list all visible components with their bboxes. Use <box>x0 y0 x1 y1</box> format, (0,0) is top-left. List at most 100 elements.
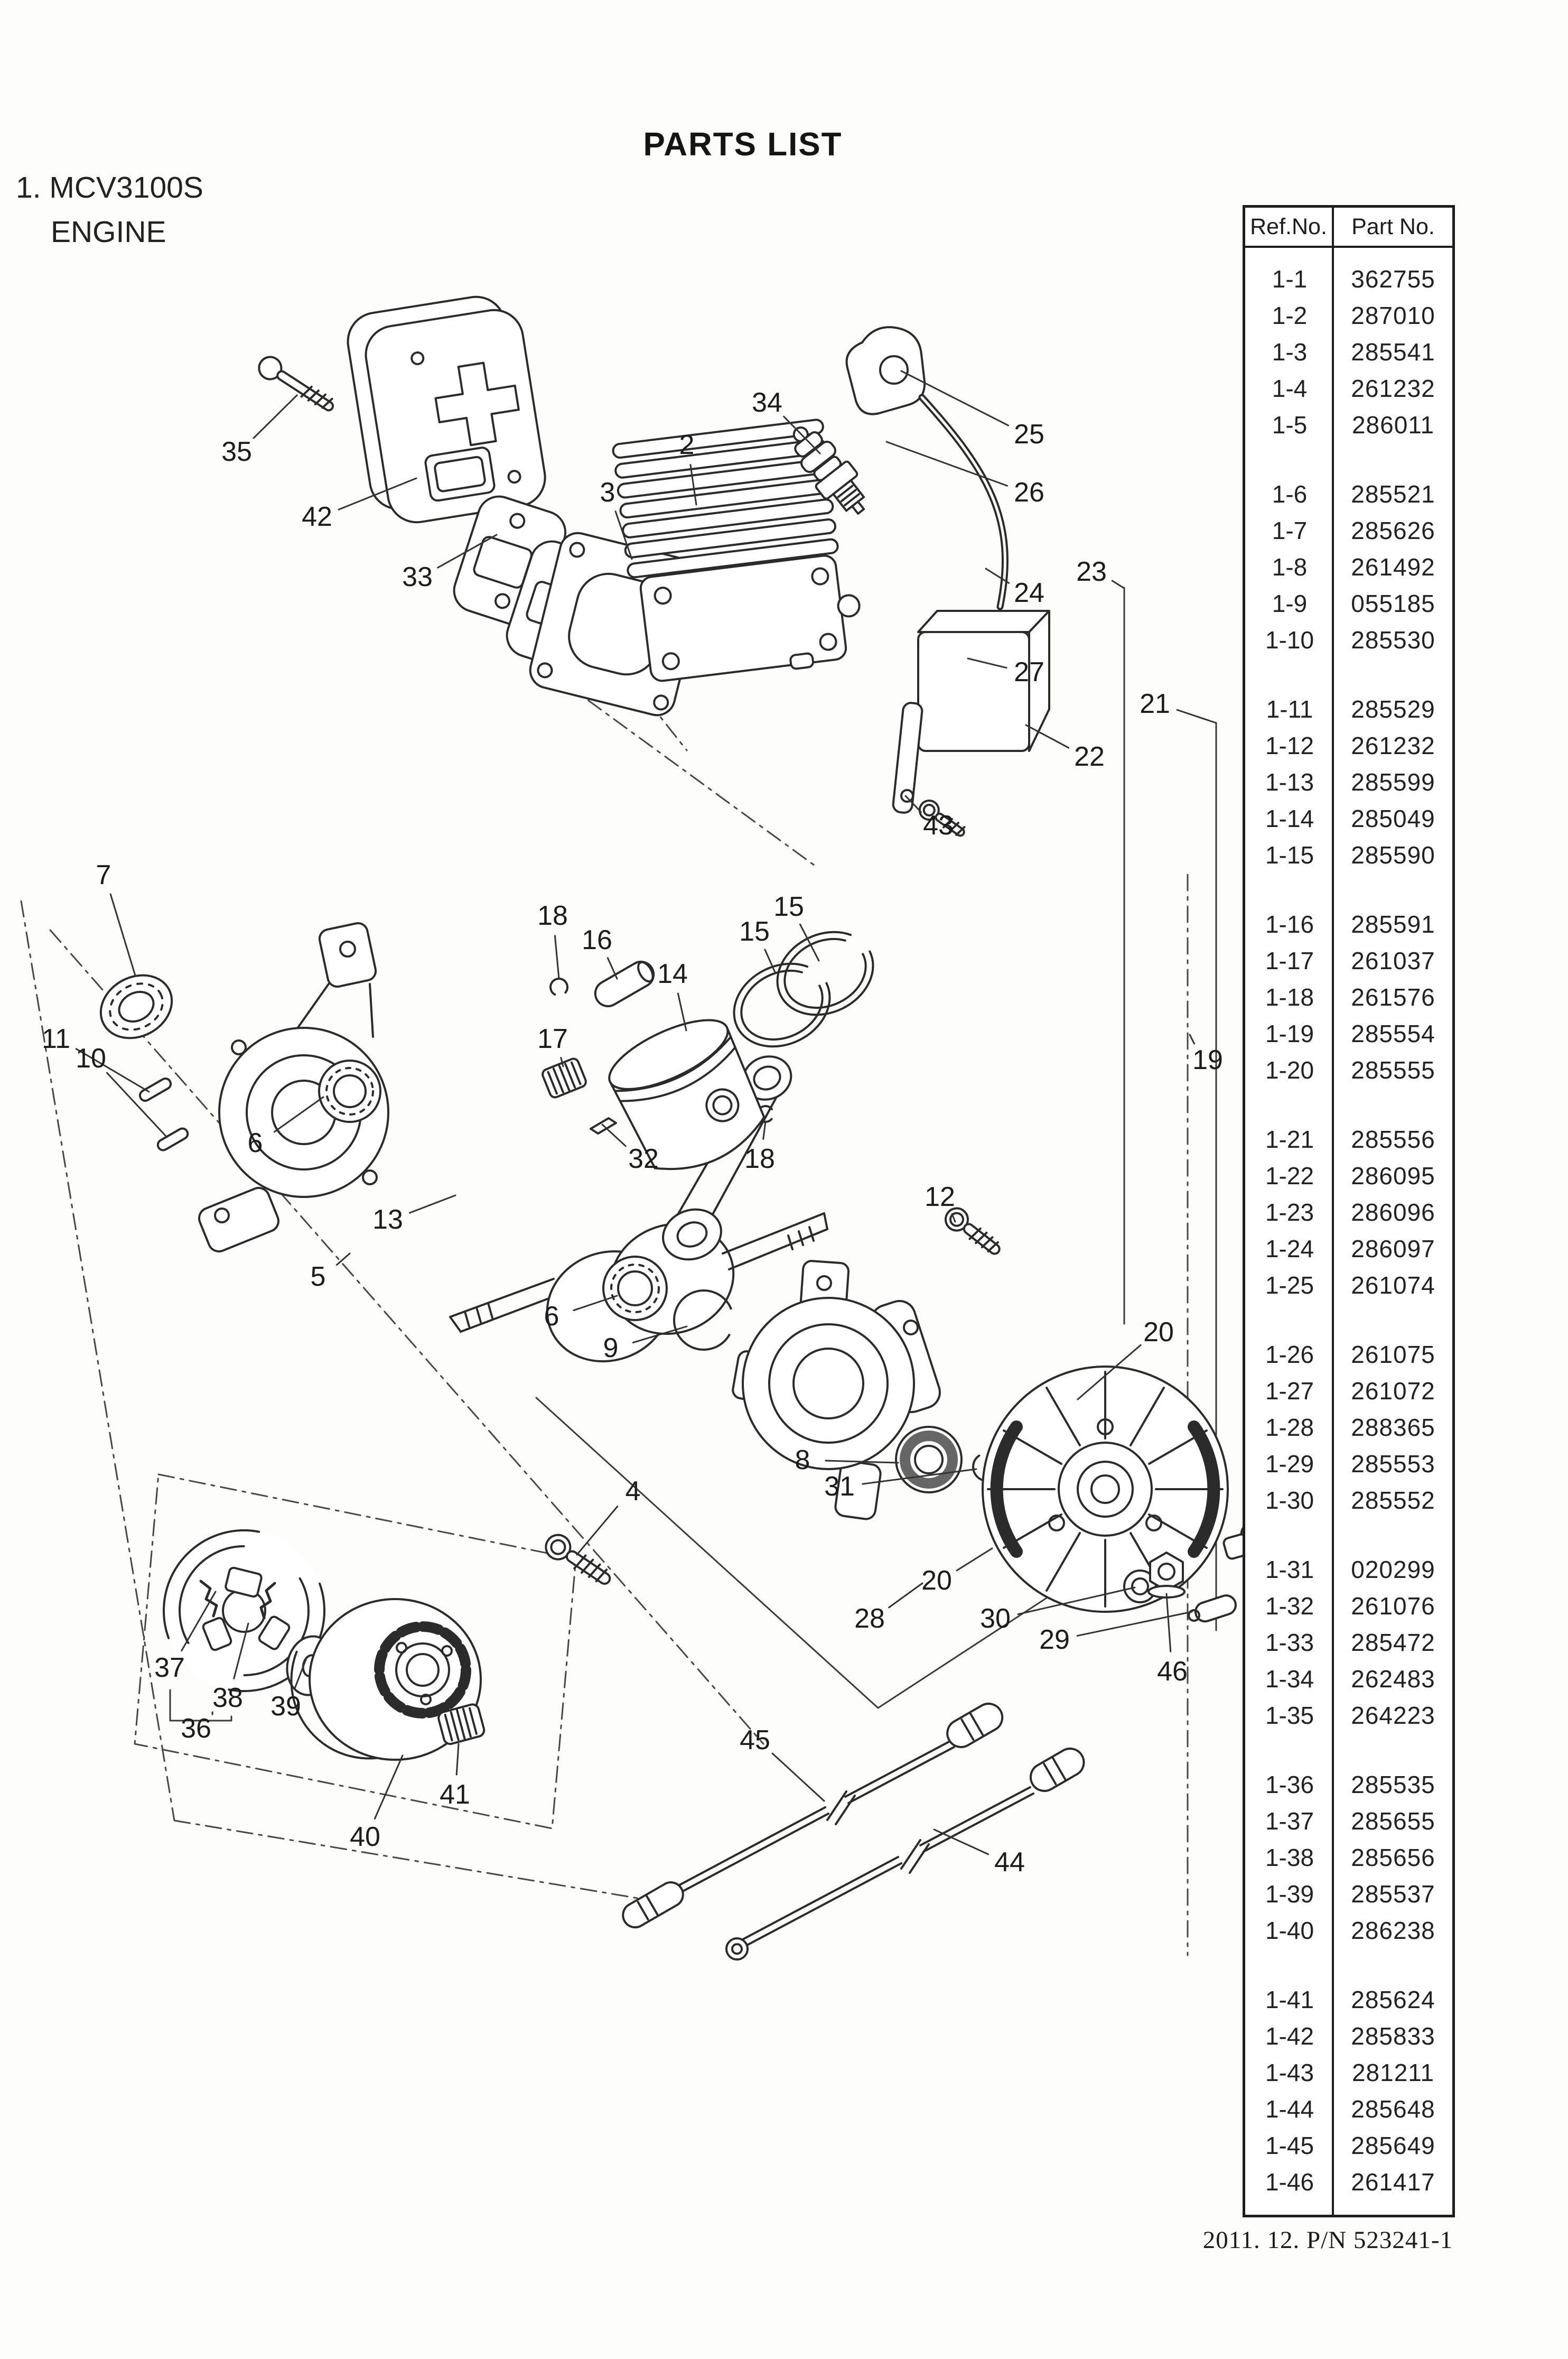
ref-no-cell: 1-45 <box>1265 2131 1314 2159</box>
piston <box>608 1019 766 1171</box>
callout-30: 30 <box>980 1603 1011 1634</box>
callout-34: 34 <box>752 387 782 418</box>
callout-29: 29 <box>1039 1624 1070 1655</box>
footer-print-code: 2011. 12. P/N 523241-1 <box>1202 2226 1453 2254</box>
leader-line-6 <box>273 1096 324 1133</box>
ref-no-cell: 1-1 <box>1272 265 1308 293</box>
ref-no-cell: 1-44 <box>1265 2095 1314 2123</box>
wire-45 <box>622 1703 1004 1929</box>
callout-18: 18 <box>744 1144 775 1174</box>
ref-no-cell: 1-23 <box>1265 1198 1314 1226</box>
callout-40: 40 <box>350 1822 380 1852</box>
model-label: 1. MCV3100S <box>16 171 203 205</box>
ref-no-cell: 1-33 <box>1265 1628 1314 1656</box>
ref-no-cell: 1-39 <box>1265 1880 1314 1908</box>
callout-45: 45 <box>740 1725 770 1756</box>
leader-line-30 <box>1017 1586 1136 1615</box>
callout-12: 12 <box>925 1182 955 1212</box>
rod-needle-bearing <box>542 1057 587 1099</box>
leader-line-9 <box>632 1325 688 1344</box>
part-no-cell: 285553 <box>1351 1450 1435 1478</box>
clutch-assembly <box>163 1529 325 1692</box>
ref-no-cell: 1-38 <box>1265 1843 1314 1871</box>
callout-38: 38 <box>212 1683 243 1713</box>
part-no-cell: 285556 <box>1351 1125 1435 1153</box>
part-no-cell: 285521 <box>1351 480 1435 508</box>
table-row: 1-44 285648 <box>1245 2091 1452 2127</box>
part-no-cell: 285591 <box>1351 910 1435 938</box>
ref-no-cell: 1-21 <box>1265 1125 1314 1153</box>
part-no-cell: 261576 <box>1351 983 1435 1011</box>
leader-line-43 <box>904 795 922 813</box>
leader-line-46 <box>1165 1593 1172 1652</box>
part-no-cell: 261232 <box>1351 731 1435 759</box>
part-no-cell: 285624 <box>1351 1985 1435 2013</box>
part-no-cell: 285555 <box>1351 1056 1435 1084</box>
callout-5: 5 <box>310 1261 326 1292</box>
part-no-cell: 261074 <box>1351 1271 1435 1299</box>
callout-20: 20 <box>921 1565 952 1596</box>
starter-pawl <box>1188 1594 1237 1623</box>
ref-no-cell: 1-18 <box>1265 983 1314 1011</box>
ref-no-cell: 1-42 <box>1265 2022 1314 2050</box>
part-no-cell: 285648 <box>1351 2095 1435 2123</box>
callout-25: 25 <box>1014 419 1044 450</box>
page-title: PARTS LIST <box>643 126 843 163</box>
callout-21: 21 <box>1140 689 1170 719</box>
ref-no-cell: 1-4 <box>1272 374 1308 402</box>
part-no-cell: 281211 <box>1351 2058 1435 2086</box>
flywheel <box>982 1366 1229 1613</box>
part-no-cell: 285537 <box>1351 1880 1435 1908</box>
leader-line-45 <box>771 1752 825 1802</box>
part-no-cell: 055185 <box>1351 589 1435 617</box>
part-no-cell: 286011 <box>1351 411 1435 439</box>
ref-no-cell: 1-36 <box>1265 1770 1314 1798</box>
callout-15: 15 <box>773 891 804 922</box>
leader-line-27 <box>967 657 1007 669</box>
leader-line-5 <box>335 1252 351 1266</box>
part-no-cell: 362755 <box>1351 265 1435 293</box>
leader-line-37 <box>181 1591 217 1651</box>
callout-46: 46 <box>1157 1656 1188 1687</box>
cylinder <box>612 419 861 682</box>
callout-11: 11 <box>42 1024 70 1054</box>
ref-no-cell: 1-14 <box>1265 804 1314 832</box>
main-bearing-a <box>318 1060 381 1123</box>
leader-line-20 <box>1077 1344 1142 1400</box>
callout-6: 6 <box>544 1301 559 1332</box>
ref-no-cell: 1-2 <box>1272 301 1308 329</box>
leader-line-21 <box>1176 709 1217 724</box>
callout-35: 35 <box>221 436 252 467</box>
crankcase-half-b <box>732 1260 941 1520</box>
callout-9: 9 <box>603 1333 619 1363</box>
leader-line-35 <box>253 394 298 439</box>
ref-no-cell: 1-13 <box>1265 768 1314 796</box>
part-no-cell: 285626 <box>1351 516 1435 544</box>
part-no-cell: 285541 <box>1351 338 1435 366</box>
callout-37: 37 <box>154 1652 185 1683</box>
leader-line-8 <box>825 1460 899 1464</box>
callout-10: 10 <box>76 1043 106 1074</box>
part-no-cell: 261076 <box>1351 1592 1435 1620</box>
ref-no-cell: 1-41 <box>1265 1985 1314 2013</box>
